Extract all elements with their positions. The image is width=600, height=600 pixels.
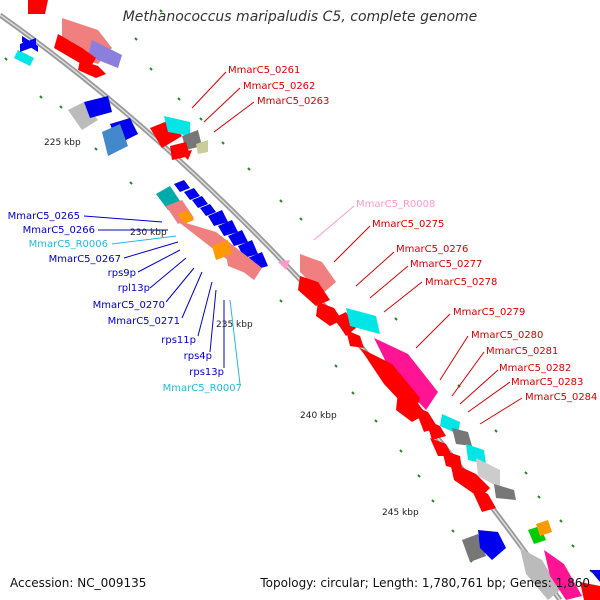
- gene-label: MmarC5_R0008: [356, 199, 435, 210]
- accession-label: Accession: NC_009135: [10, 576, 147, 590]
- gene-label: MmarC5_0277: [410, 259, 482, 270]
- gene-label: MmarC5_0262: [243, 81, 315, 92]
- label-leaders: [83, 71, 523, 425]
- gene-label: rps11p: [161, 335, 196, 346]
- gene-label: rps9p: [108, 268, 136, 279]
- tick-label: 240 kbp: [300, 411, 337, 421]
- gene-label: MmarC5_0280: [471, 330, 543, 341]
- gene-label: MmarC5_0278: [425, 277, 497, 288]
- gene-label: rps13p: [189, 367, 224, 378]
- gene-features: [14, 0, 600, 600]
- tick-label: 235 kbp: [216, 320, 253, 330]
- gene-label: MmarC5_0282: [499, 363, 571, 374]
- gene-label: MmarC5_R0007: [163, 383, 242, 394]
- gene-label: rpl13p: [118, 283, 150, 294]
- gene-label: MmarC5_0263: [257, 96, 329, 107]
- tick-label: 230 kbp: [130, 228, 167, 238]
- tick-labels: 225 kbp 230 kbp 235 kbp 240 kbp 245 kbp: [44, 138, 419, 518]
- gene-label: MmarC5_0270: [93, 300, 165, 311]
- gene-label: MmarC5_0261: [228, 65, 300, 76]
- gene-label: MmarC5_0281: [486, 346, 558, 357]
- tick-label: 245 kbp: [382, 508, 419, 518]
- gene-label: rps4p: [184, 351, 212, 362]
- gene-label: MmarC5_0265: [8, 211, 80, 222]
- gene-labels-cyan: MmarC5_R0006 MmarC5_R0007: [29, 239, 242, 394]
- gene-label: MmarC5_0267: [49, 254, 121, 265]
- tick-marks: [4, 9, 593, 573]
- genome-title: Methanococcus maripaludis C5, complete g…: [122, 9, 478, 25]
- gene-label: MmarC5_0266: [23, 225, 95, 236]
- gene-label: MmarC5_0283: [511, 377, 583, 388]
- gene-label: MmarC5_0271: [108, 316, 180, 327]
- gene-label: MmarC5_0279: [453, 307, 525, 318]
- gene-label: MmarC5_R0006: [29, 239, 108, 250]
- gene-labels-red: MmarC5_0261 MmarC5_0262 MmarC5_0263 Mmar…: [228, 65, 597, 403]
- gene-labels-blue: MmarC5_0265 MmarC5_0266 MmarC5_0267 rps9…: [8, 211, 224, 378]
- genome-summary: Topology: circular; Length: 1,780,761 bp…: [260, 576, 590, 590]
- tick-label: 225 kbp: [44, 138, 81, 148]
- gene-label: MmarC5_0276: [396, 244, 468, 255]
- gene-label: MmarC5_0275: [372, 219, 444, 230]
- gene-labels-pink: MmarC5_R0008: [356, 199, 435, 210]
- gene-label: MmarC5_0284: [525, 392, 597, 403]
